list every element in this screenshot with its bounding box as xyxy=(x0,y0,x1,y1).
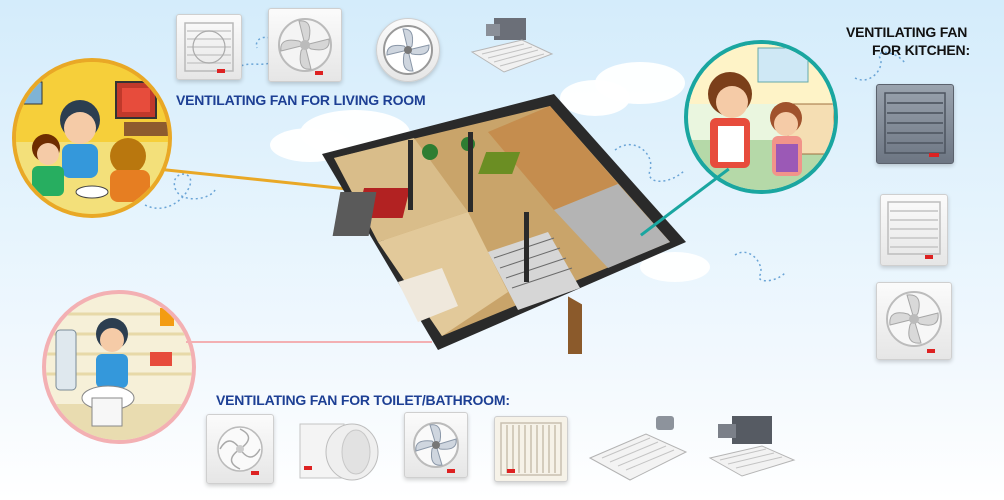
bathroom-illustration xyxy=(42,290,196,444)
ceiling-ventilating-fan-icon xyxy=(704,412,798,488)
cloud xyxy=(640,252,710,282)
ventilating-fan-icon xyxy=(376,18,440,82)
ventilating-fan-icon xyxy=(268,8,342,82)
ventilating-fan-icon xyxy=(176,14,242,80)
airflow-swirl xyxy=(614,143,686,182)
airflow-swirl xyxy=(734,251,786,282)
kitchen-label-line1: VENTILATING FAN xyxy=(846,24,968,40)
ventilating-fan-icon xyxy=(206,414,274,484)
kitchen-illustration xyxy=(684,40,838,194)
kitchen-label-line2: FOR KITCHEN: xyxy=(872,42,970,58)
ventilating-fan-icon xyxy=(876,84,954,164)
ventilating-fan-icon xyxy=(404,412,468,478)
ventilating-fan-icon xyxy=(494,416,568,482)
ceiling-ventilating-fan-icon xyxy=(464,14,554,84)
living-room-illustration xyxy=(12,58,172,218)
house-floor-plan-illustration xyxy=(318,92,690,365)
ventilating-fan-icon xyxy=(880,194,948,266)
ventilating-fan-icon xyxy=(876,282,952,360)
bathroom-pointer-line xyxy=(186,341,432,343)
living-room-label: VENTILATING FAN FOR LIVING ROOM xyxy=(176,92,426,108)
bathroom-label: VENTILATING FAN FOR TOILET/BATHROOM: xyxy=(216,392,510,408)
airflow-swirl xyxy=(144,173,216,209)
ceiling-ventilating-fan-icon xyxy=(586,414,690,486)
cloud xyxy=(560,80,630,116)
round-wall-fan-icon xyxy=(296,418,382,488)
airflow-swirl xyxy=(854,51,906,81)
